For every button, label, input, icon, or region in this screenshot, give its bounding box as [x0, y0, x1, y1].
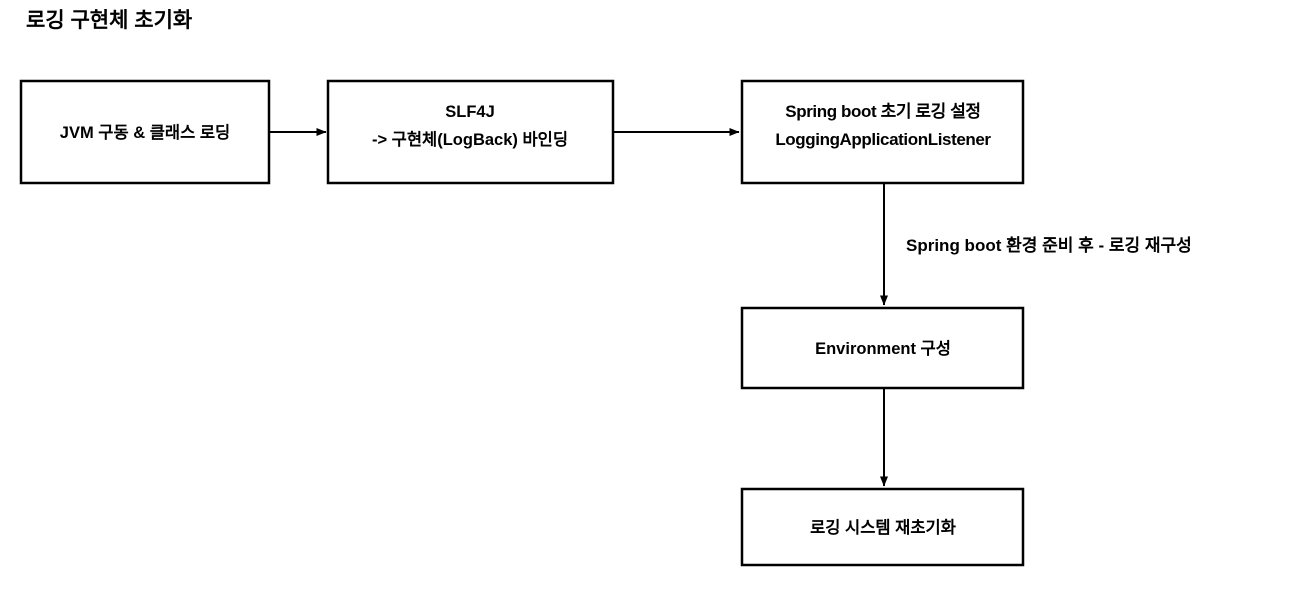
node-spring-boot-initial-logging-label-1: Spring boot 초기 로깅 설정: [785, 102, 980, 121]
node-spring-boot-initial-logging-box: [740, 79, 1025, 185]
node-jvm-start[interactable]: JVM 구동 & 클래스 로딩: [19, 79, 271, 185]
node-logging-system-reinit-label: 로깅 시스템 재초기화: [810, 518, 956, 537]
node-slf4j-binding-box: [326, 79, 615, 185]
diagram-title: 로깅 구현체 초기화: [26, 9, 193, 32]
node-spring-boot-initial-logging[interactable]: Spring boot 초기 로깅 설정 LoggingApplicationL…: [740, 79, 1025, 185]
node-slf4j-binding[interactable]: SLF4J -> 구현체(LogBack) 바인딩: [326, 79, 615, 185]
node-jvm-start-box: [19, 79, 271, 185]
node-logging-system-reinit[interactable]: 로깅 시스템 재초기화: [740, 487, 1025, 567]
node-slf4j-binding-label-1: SLF4J: [445, 103, 495, 121]
node-environment-setup-label: Environment 구성: [815, 339, 951, 358]
node-slf4j-binding-label-2: -> 구현체(LogBack) 바인딩: [372, 130, 568, 149]
edge-springboot-to-environment-label: Spring boot 환경 준비 후 - 로깅 재구성: [906, 235, 1192, 255]
edge-springboot-to-environment: Spring boot 환경 준비 후 - 로깅 재구성: [880, 183, 1192, 306]
node-environment-setup-box: [740, 306, 1025, 390]
node-spring-boot-initial-logging-label-2: LoggingApplicationListener: [775, 130, 991, 149]
node-environment-setup[interactable]: Environment 구성: [740, 306, 1025, 390]
node-jvm-start-label: JVM 구동 & 클래스 로딩: [60, 123, 230, 142]
node-logging-system-reinit-box: [740, 487, 1025, 567]
